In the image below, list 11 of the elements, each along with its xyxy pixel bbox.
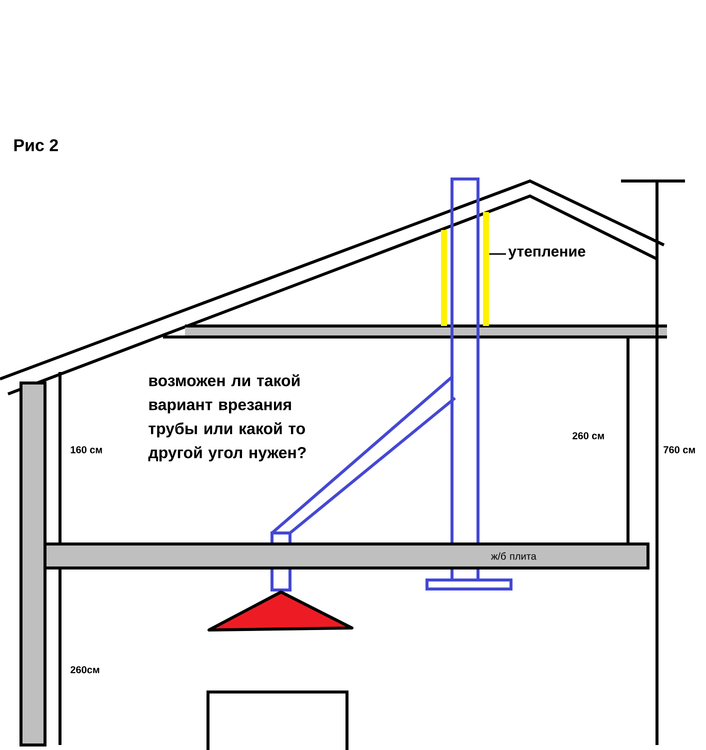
dimension-label: 260 см [572, 432, 604, 440]
slab: ж/б плита [44, 542, 650, 570]
dimension-label: 160 см [70, 446, 102, 454]
title: Рис 2 [14, 139, 58, 152]
dimension-label: 260см [70, 666, 100, 674]
insulation-bar [441, 230, 447, 326]
dimension-label: 760 см [664, 446, 695, 454]
insulation-bar [483, 212, 489, 326]
question-text: возможен ли такой вариант врезания трубы или какой то другой угол нужен? [148, 374, 306, 462]
leader-line [489, 253, 506, 255]
annotation-text: утепление [508, 248, 586, 260]
